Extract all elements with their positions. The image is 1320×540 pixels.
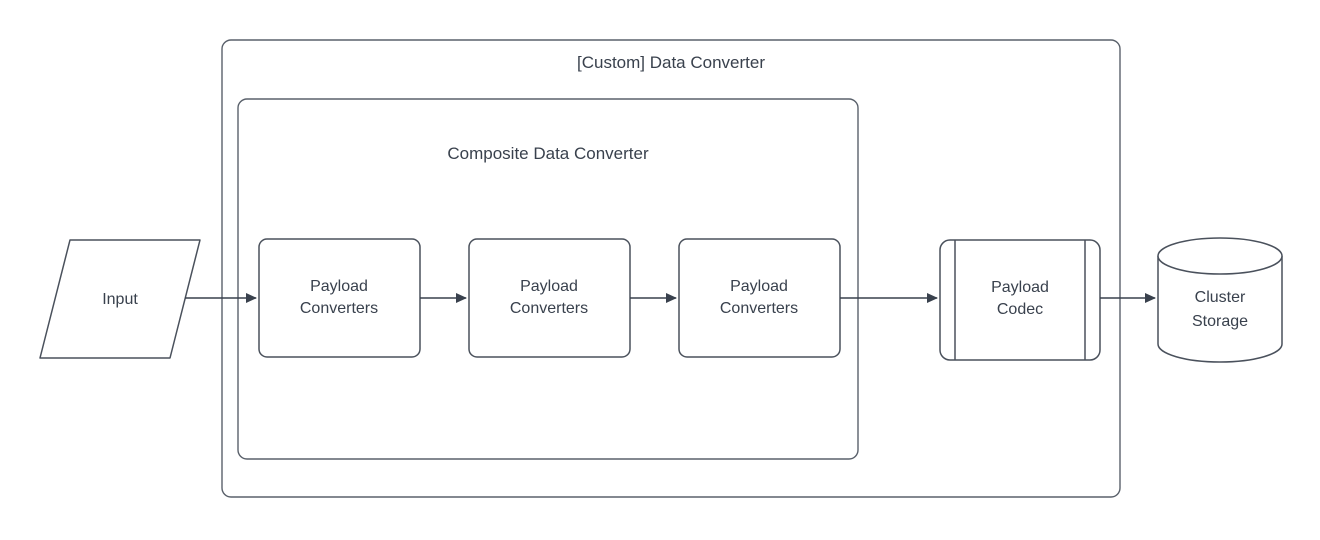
payload-converters-2-label-line2: Converters <box>510 300 588 317</box>
payload-converters-3-label-line2: Converters <box>720 300 798 317</box>
payload-converters-2-label-line1: Payload <box>520 278 578 295</box>
payload-codec-node <box>939 239 1101 361</box>
cluster-storage-label-line2: Storage <box>1192 313 1248 330</box>
payload-converters-1-label-line1: Payload <box>310 278 368 295</box>
custom-data-converter-title: [Custom] Data Converter <box>577 53 765 72</box>
cluster-storage-label-line1: Cluster <box>1195 289 1246 306</box>
input-node-shape <box>39 239 201 359</box>
composite-data-converter-container <box>237 98 859 460</box>
payload-converters-1-label-line2: Converters <box>300 300 378 317</box>
payload-converters-node-1 <box>258 238 421 358</box>
cluster-storage-cylinder-body <box>1157 256 1283 363</box>
custom-data-converter-container <box>221 39 1121 498</box>
payload-converters-node-3 <box>678 238 841 358</box>
composite-data-converter-title: Composite Data Converter <box>447 144 649 163</box>
payload-codec-label-line2: Codec <box>997 301 1043 318</box>
payload-codec-label-line1: Payload <box>991 279 1049 296</box>
payload-converters-node-2 <box>468 238 631 358</box>
cluster-storage-cylinder-top <box>1157 237 1283 275</box>
payload-converters-3-label-line1: Payload <box>730 278 788 295</box>
input-node-label: Input <box>102 291 138 308</box>
